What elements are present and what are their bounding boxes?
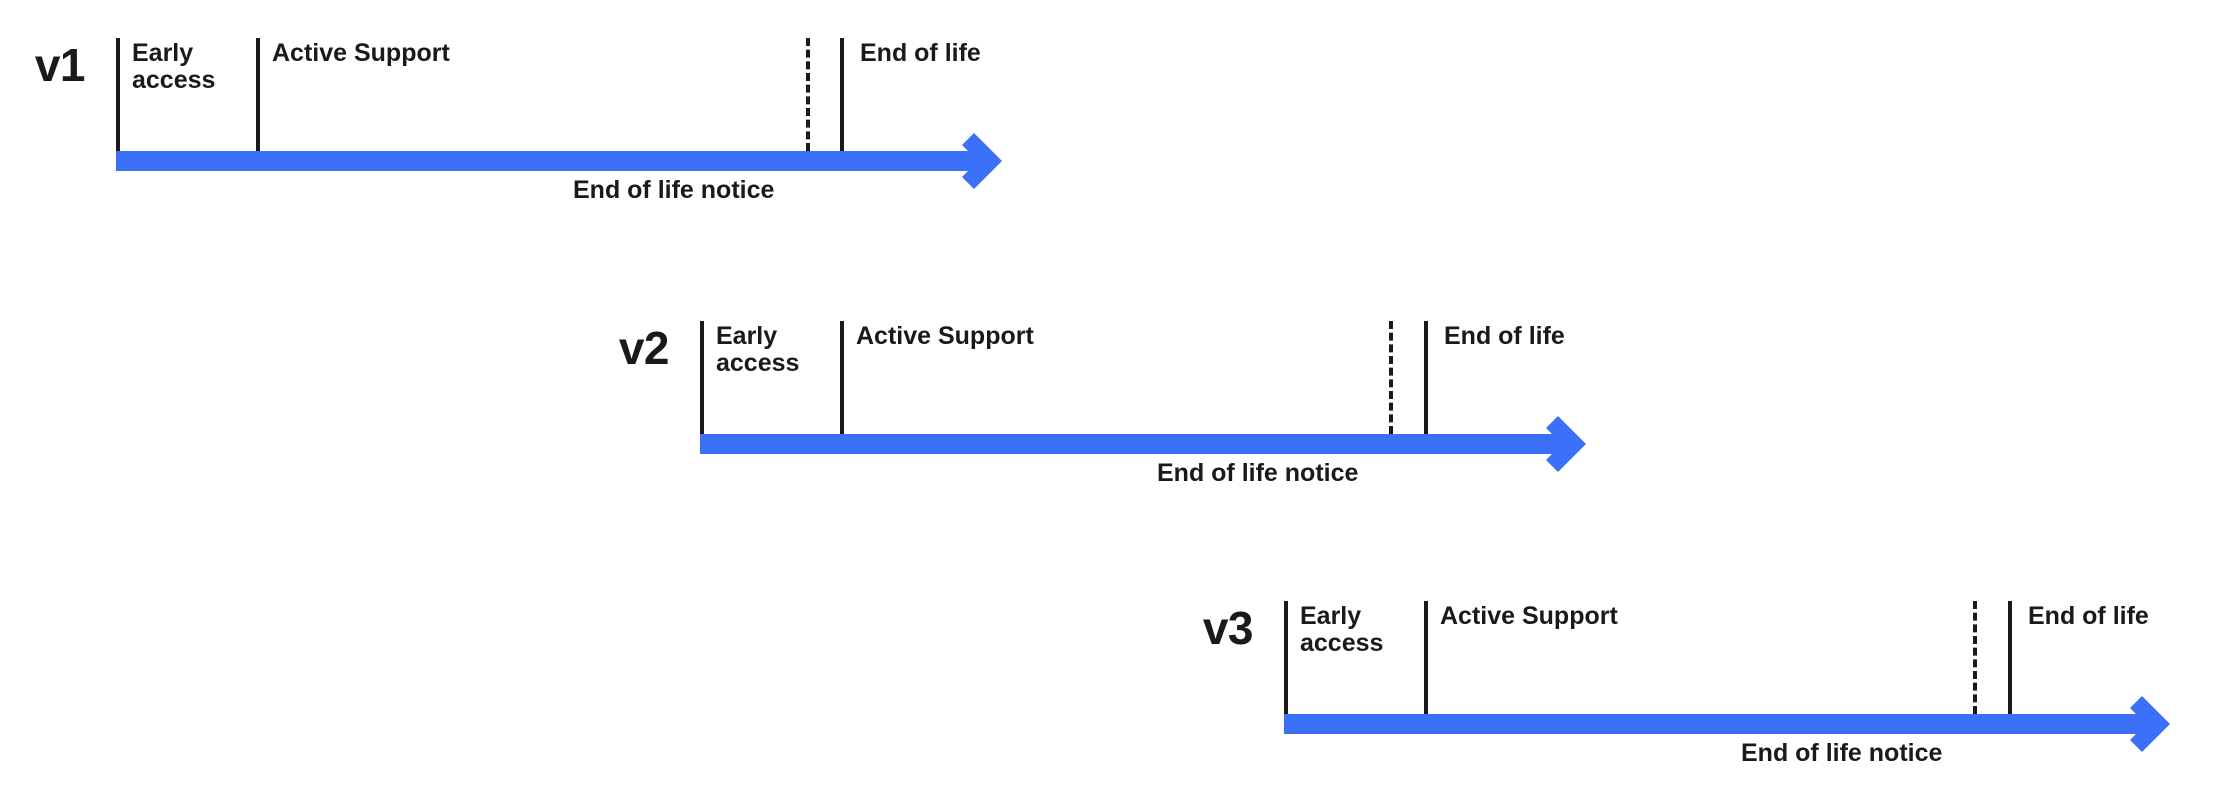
version-label-v1: v1: [34, 39, 86, 91]
arrow-right-icon: [2130, 694, 2190, 754]
phase-divider-end-of-life-notice: [1389, 321, 1393, 434]
phase-divider-end-of-life-start: [2008, 601, 2012, 714]
phase-label-active-support: Active Support: [1440, 602, 1618, 630]
phase-divider-active-support-start: [840, 321, 844, 434]
phase-label-end-of-life: End of life: [1444, 322, 1565, 350]
phase-label-early-access: Early access: [716, 322, 800, 377]
timeline-row-v1: v1 Early access Active Support End of li…: [0, 0, 2228, 300]
arrow-right-icon: [962, 131, 1022, 191]
phase-divider-end-of-life-start: [1424, 321, 1428, 434]
support-bar: [1284, 714, 2154, 734]
timeline-row-v3: v3 Early access Active Support End of li…: [0, 563, 2228, 812]
phase-divider-early-access-start: [116, 38, 120, 151]
bar-caption-end-of-life-notice: End of life notice: [1157, 459, 1359, 487]
phase-divider-end-of-life-start: [840, 38, 844, 151]
phase-divider-active-support-start: [1424, 601, 1428, 714]
timeline-row-v2: v2 Early access Active Support End of li…: [0, 283, 2228, 583]
version-label-v3: v3: [1202, 602, 1254, 654]
phase-divider-early-access-start: [700, 321, 704, 434]
arrow-right-icon: [1546, 414, 1606, 474]
support-bar: [116, 151, 986, 171]
phase-divider-end-of-life-notice: [806, 38, 810, 151]
phase-label-end-of-life: End of life: [860, 39, 981, 67]
phase-divider-early-access-start: [1284, 601, 1288, 714]
phase-label-early-access: Early access: [1300, 602, 1384, 657]
bar-caption-end-of-life-notice: End of life notice: [573, 176, 775, 204]
phase-divider-end-of-life-notice: [1973, 601, 1977, 714]
phase-label-early-access: Early access: [132, 39, 216, 94]
phase-label-end-of-life: End of life: [2028, 602, 2149, 630]
phase-divider-active-support-start: [256, 38, 260, 151]
version-label-v2: v2: [618, 322, 670, 374]
phase-label-active-support: Active Support: [856, 322, 1034, 350]
phase-label-active-support: Active Support: [272, 39, 450, 67]
support-bar: [700, 434, 1570, 454]
bar-caption-end-of-life-notice: End of life notice: [1741, 739, 1943, 767]
